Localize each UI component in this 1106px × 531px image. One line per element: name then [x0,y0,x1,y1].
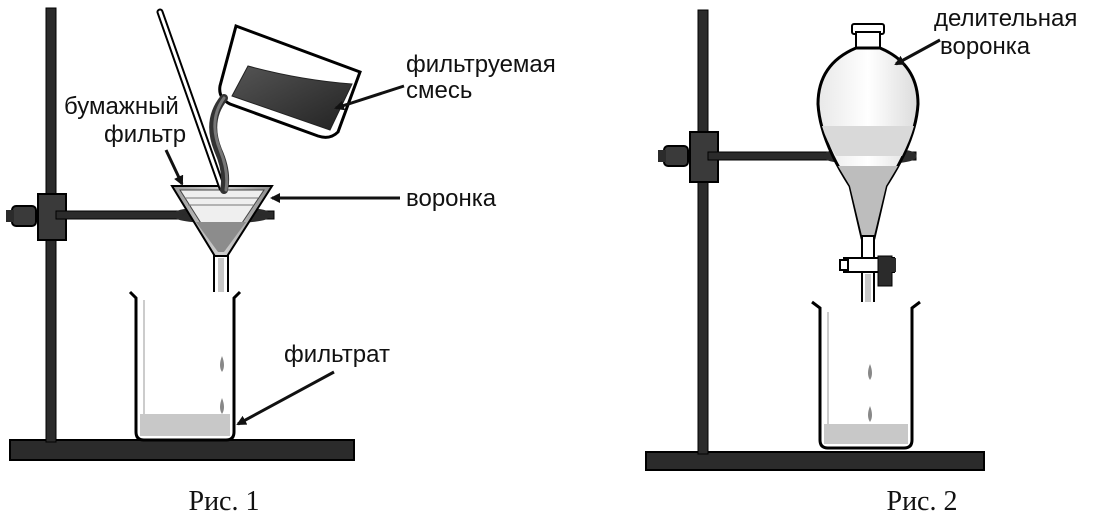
clamp-2 [658,131,917,183]
caption-figure-1: Рис. 1 [189,486,260,517]
label-paper-line1: бумажный [64,93,179,120]
drop-3 [868,364,872,380]
label-mixture-line1: фильтруемая [406,51,556,78]
drop-1 [220,356,224,372]
receiving-beaker-1 [128,290,242,442]
label-funnel: воронка [406,185,497,212]
lower-layer-collected [824,424,908,444]
drop-4 [868,406,872,422]
pouring-beaker [209,24,362,194]
stand-base-2 [645,451,985,471]
lower-liquid-layer [838,166,898,236]
caption-figure-2: Рис. 2 [887,486,958,517]
label-sep-line1: делительная [934,5,1077,32]
figure-1: фильтруемая смесь бумажный фильтр воронк… [6,7,556,517]
stand-rod-2 [697,9,709,455]
mixture-arrow [334,84,405,111]
upper-liquid-layer [822,126,914,156]
filtrate-liquid [140,414,230,436]
label-filtrate: фильтрат [284,341,390,368]
clamp-1 [6,193,275,241]
glass-rod [156,8,226,192]
paper-filter-arrow [164,149,184,186]
figure-2: делительная воронка Рис. 2 [645,5,1077,517]
label-sep-line2: воронка [940,33,1031,60]
filtrate-arrow [236,370,335,426]
separatory-funnel-arrow [894,38,941,66]
stand-base-1 [9,439,355,461]
label-paper-line2: фильтр [104,121,186,148]
label-mixture-line2: смесь [406,77,472,104]
funnel-1 [170,185,274,329]
drop-2 [220,398,224,414]
receiving-beaker-2 [811,300,921,450]
